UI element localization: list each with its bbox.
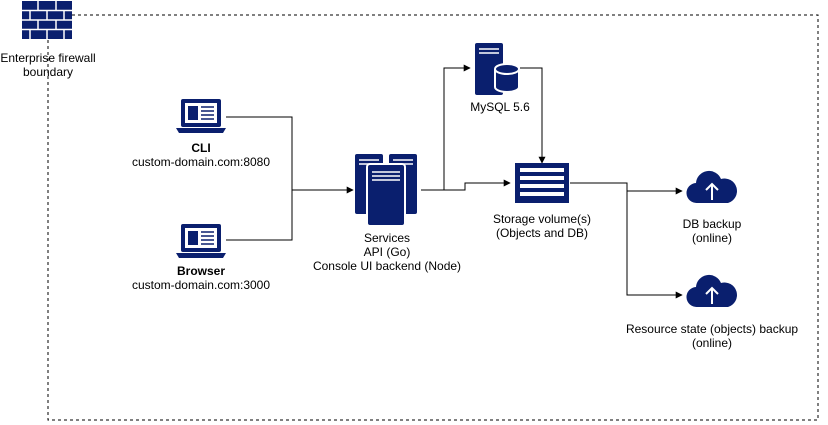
database-server-icon bbox=[473, 43, 521, 95]
cli-title: CLI bbox=[191, 141, 211, 155]
storage-line1: Storage volume(s) bbox=[492, 212, 592, 226]
db-backup-cloud-icon bbox=[685, 170, 739, 204]
db-backup-line1: DB backup bbox=[682, 217, 742, 231]
firewall-label-line2: boundary bbox=[22, 65, 74, 79]
connector-browser-services bbox=[226, 190, 293, 241]
connector-services-mysql bbox=[421, 64, 471, 191]
cli-address: custom-domain.com:8080 bbox=[131, 155, 271, 169]
resource-backup-line1: Resource state (objects) backup bbox=[625, 322, 799, 336]
storage-line2: (Objects and DB) bbox=[495, 226, 589, 240]
resource-backup-label: Resource state (objects) backup (online) bbox=[612, 322, 812, 350]
firewall-label: Enterprise firewall boundary bbox=[0, 51, 96, 79]
db-backup-line2: (online) bbox=[691, 231, 733, 245]
services-line3: Console UI backend (Node) bbox=[312, 259, 462, 273]
firewall-label-line1: Enterprise firewall bbox=[0, 51, 96, 65]
services-label: Services API (Go) Console UI backend (No… bbox=[300, 231, 474, 273]
browser-address: custom-domain.com:3000 bbox=[131, 278, 271, 292]
storage-label: Storage volume(s) (Objects and DB) bbox=[472, 212, 612, 240]
cli-laptop-icon bbox=[176, 98, 226, 134]
resource-backup-line2: (online) bbox=[691, 336, 733, 350]
connector-cli-services bbox=[226, 116, 354, 194]
connector-storage-dbbackup bbox=[570, 182, 683, 195]
browser-laptop-icon bbox=[176, 223, 226, 259]
resource-backup-cloud-icon bbox=[685, 274, 739, 308]
browser-label: Browser custom-domain.com:3000 bbox=[118, 264, 284, 292]
connector-mysql-storage bbox=[520, 67, 546, 164]
firewall-boundary bbox=[47, 14, 819, 421]
services-line2: API (Go) bbox=[363, 245, 411, 259]
services-line1: Services bbox=[363, 231, 410, 245]
storage-icon bbox=[515, 163, 569, 203]
connector-services-storage bbox=[421, 179, 511, 191]
firewall-icon bbox=[22, 1, 72, 39]
cli-label: CLI custom-domain.com:8080 bbox=[118, 141, 284, 169]
mysql-label: MySQL 5.6 bbox=[470, 100, 530, 114]
connector-storage-resourcebackup bbox=[626, 191, 683, 299]
db-backup-label: DB backup (online) bbox=[652, 217, 772, 245]
browser-title: Browser bbox=[176, 264, 226, 278]
servers-icon bbox=[355, 154, 419, 227]
